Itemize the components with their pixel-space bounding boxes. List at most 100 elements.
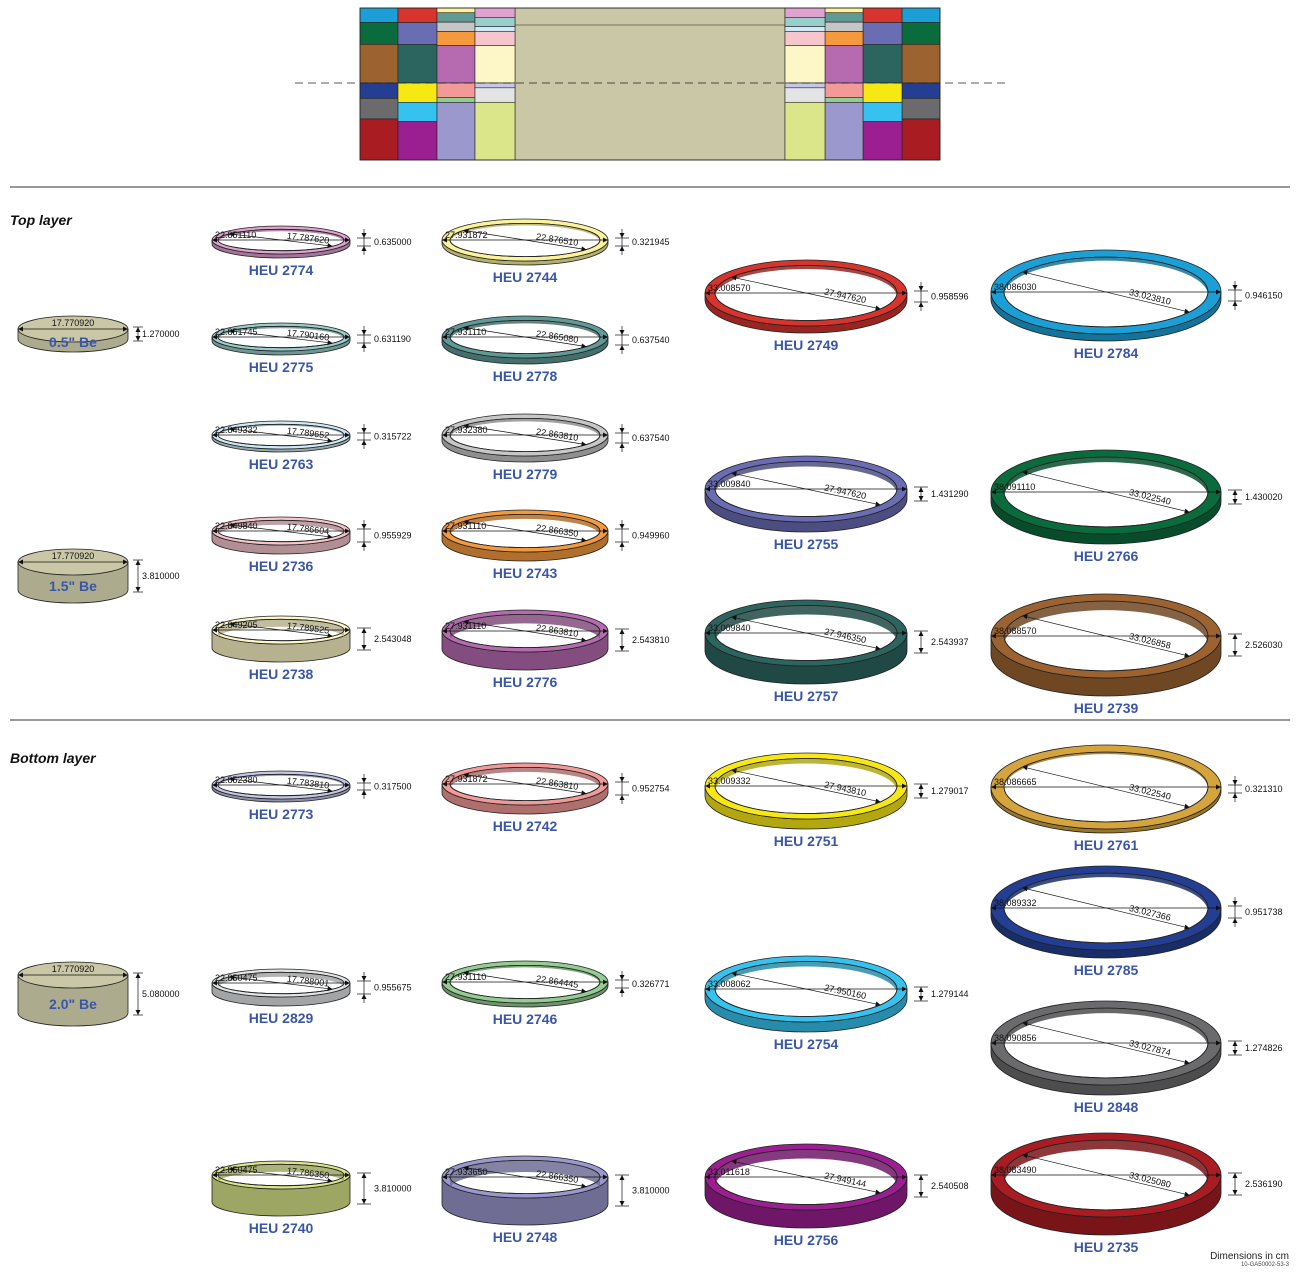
- height-dimension: 0.321945: [615, 229, 670, 255]
- arrowhead: [229, 1166, 235, 1172]
- cross-section-block: [784, 45, 826, 84]
- height-value: 0.949960: [632, 531, 670, 541]
- arrowhead: [361, 994, 367, 999]
- cross-section-block: [901, 44, 941, 84]
- arrowhead: [229, 522, 235, 528]
- disc-label: 0.5" Be: [49, 334, 97, 350]
- dimension-line: [1022, 1022, 1190, 1064]
- cross-section-block: [436, 102, 476, 161]
- height-value: 0.315722: [374, 432, 412, 442]
- ring-label: HEU 2755: [774, 536, 839, 552]
- height-value: 1.431290: [931, 489, 969, 499]
- dimension-line: [463, 425, 587, 445]
- disc-label: 2.0" Be: [49, 996, 97, 1012]
- ring-inner-wall: [715, 605, 897, 642]
- arrowhead: [1216, 489, 1221, 495]
- dimension-line: [229, 976, 333, 990]
- cross-section-block: [784, 101, 826, 161]
- arrowhead: [463, 970, 469, 976]
- arrowhead: [229, 231, 235, 237]
- arrowhead: [619, 542, 625, 547]
- arrowhead: [212, 980, 217, 986]
- cross-section-block: [474, 87, 516, 103]
- height-dimension: 0.326771: [615, 971, 670, 997]
- height-value: 0.321310: [1245, 784, 1283, 794]
- arrowhead: [603, 628, 608, 634]
- arrowhead: [442, 334, 447, 340]
- height-dimension: 0.631190: [357, 326, 411, 352]
- cross-section-block: [474, 82, 516, 89]
- height-dimension: 2.543810: [615, 628, 670, 652]
- arrowhead: [902, 986, 907, 992]
- ring-label: HEU 2776: [493, 674, 558, 690]
- height-value: 0.955675: [374, 983, 412, 993]
- ring-label: HEU 2754: [774, 1036, 839, 1052]
- arrowhead: [361, 628, 367, 633]
- outer-diameter-value: 27.931110: [445, 521, 486, 531]
- arrowhead: [345, 237, 350, 243]
- arrowhead: [991, 905, 996, 911]
- outer-diameter-value: 38.090856: [994, 1033, 1037, 1043]
- arrowhead: [361, 1199, 367, 1204]
- arrowhead: [463, 228, 469, 234]
- ring-label: HEU 2779: [493, 466, 558, 482]
- outer-diameter-value: 27.932380: [445, 425, 488, 435]
- cross-section-block: [784, 82, 826, 89]
- arrowhead: [1232, 634, 1238, 639]
- ring-inner-wall: [218, 619, 344, 638]
- cross-section-block: [359, 7, 399, 23]
- arrowhead: [123, 559, 128, 565]
- arrowhead: [1184, 924, 1190, 930]
- height-value: 1.279017: [931, 786, 969, 796]
- cross-section-block: [474, 17, 516, 27]
- arrowhead: [327, 534, 333, 540]
- height-dimension: 0.315722: [357, 424, 412, 449]
- arrowhead: [345, 980, 350, 986]
- dimension-line: [229, 330, 333, 344]
- arrowhead: [902, 1174, 907, 1180]
- arrowhead: [705, 986, 710, 992]
- height-dimension: 2.540508: [914, 1174, 969, 1198]
- arrowhead: [463, 619, 469, 625]
- disc-label: 1.5" Be: [49, 578, 97, 594]
- height-dimension: 1.430020: [1228, 489, 1283, 505]
- cross-section-outline: [359, 7, 941, 161]
- arrowhead: [1232, 1173, 1238, 1178]
- arrowhead: [918, 496, 924, 501]
- arrowhead: [442, 1174, 447, 1180]
- arrowhead: [918, 631, 924, 636]
- arrowhead: [581, 441, 587, 447]
- height-value: 0.637540: [632, 335, 670, 345]
- height-dimension: 0.635000: [357, 229, 412, 255]
- arrowhead: [581, 637, 587, 643]
- arrowhead: [619, 795, 625, 800]
- arrowhead: [1216, 633, 1221, 639]
- dimension-line: [463, 621, 587, 641]
- outer-diameter-value: 38.086030: [994, 282, 1037, 292]
- ring-label: HEU 2739: [1074, 700, 1139, 716]
- top-layer-label: Top layer: [10, 212, 72, 228]
- dimension-line: [731, 276, 881, 310]
- ring-inner-wall: [450, 320, 600, 340]
- outer-diameter-value: 33.008062: [708, 979, 751, 989]
- cross-section-block: [359, 22, 399, 45]
- arrowhead: [1022, 614, 1028, 620]
- ring-label: HEU 2773: [249, 806, 314, 822]
- arrowhead: [361, 246, 367, 251]
- outer-diameter-value: 27.933650: [445, 1167, 488, 1177]
- outer-diameter-value: 38.088570: [994, 626, 1037, 636]
- outer-diameter-value: 38.089332: [994, 898, 1037, 908]
- disc-diameter-value: 17.770920: [52, 964, 95, 974]
- height-value: 3.810000: [632, 1186, 670, 1196]
